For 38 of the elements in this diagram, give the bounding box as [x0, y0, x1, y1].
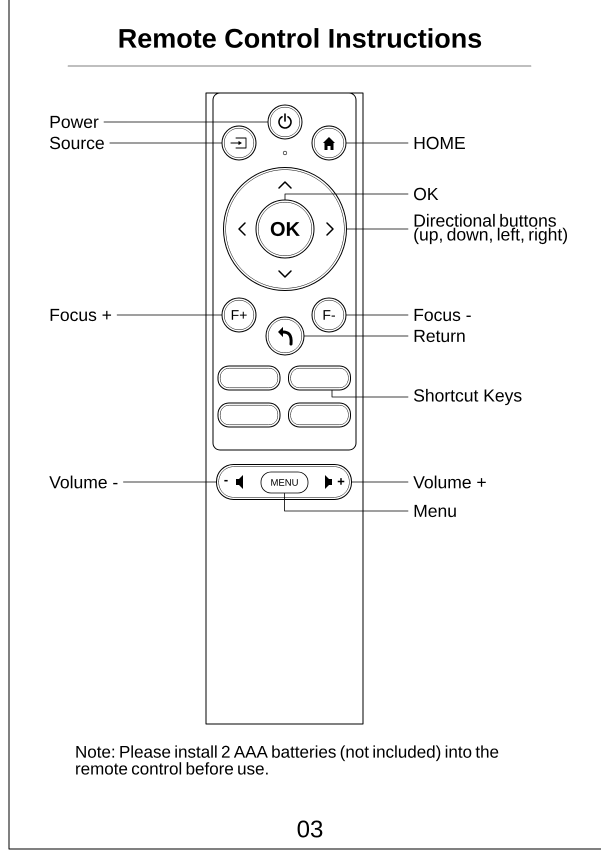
- callout-label: Power: [50, 116, 98, 128]
- source-button: [222, 126, 256, 160]
- shortcut-button: [218, 402, 280, 428]
- power-button: [268, 104, 302, 140]
- callout-label: Source: [50, 136, 104, 150]
- callout-label: Return: [414, 330, 465, 342]
- shortcut-button: [288, 366, 351, 390]
- leader-line: [284, 493, 408, 512]
- menu-button: MENU: [260, 472, 308, 494]
- callout-label: Shortcut Keys: [414, 388, 522, 406]
- note: Note: Please install 2 AAA batteries (not included) into the remote control before use.: [76, 745, 498, 775]
- leader-line: [346, 228, 408, 230]
- ok-button: OK: [256, 200, 314, 258]
- shortcut-button: [218, 366, 280, 390]
- focus-button: F-: [312, 298, 346, 332]
- button-panel: [212, 92, 356, 450]
- focus-button: F+: [222, 298, 256, 332]
- callout-label: HOME: [414, 136, 465, 150]
- shortcut-button: [288, 402, 351, 428]
- page-number: 03: [298, 820, 322, 838]
- return-button: [266, 316, 304, 356]
- callout-label: Focus +: [50, 308, 112, 322]
- callout-label: Volume -: [49, 476, 118, 488]
- callout-label: Volume +: [413, 476, 486, 488]
- leader-line: [346, 142, 408, 144]
- leader-line: [346, 314, 408, 316]
- callout-label: OK: [414, 188, 438, 200]
- leader-line: [332, 390, 408, 398]
- directional-pad: [223, 167, 347, 291]
- callout-label: Directional buttons (up, down, left, right): [414, 214, 568, 244]
- remote-body: [206, 92, 364, 724]
- leader-line: [109, 142, 222, 144]
- leader-line: [116, 314, 222, 316]
- leader-line: [284, 194, 408, 200]
- callout-label: Menu: [414, 504, 456, 518]
- callout-label: Focus -: [414, 308, 471, 322]
- title: Remote Control Instructions: [120, 28, 482, 48]
- home-button: [312, 126, 346, 160]
